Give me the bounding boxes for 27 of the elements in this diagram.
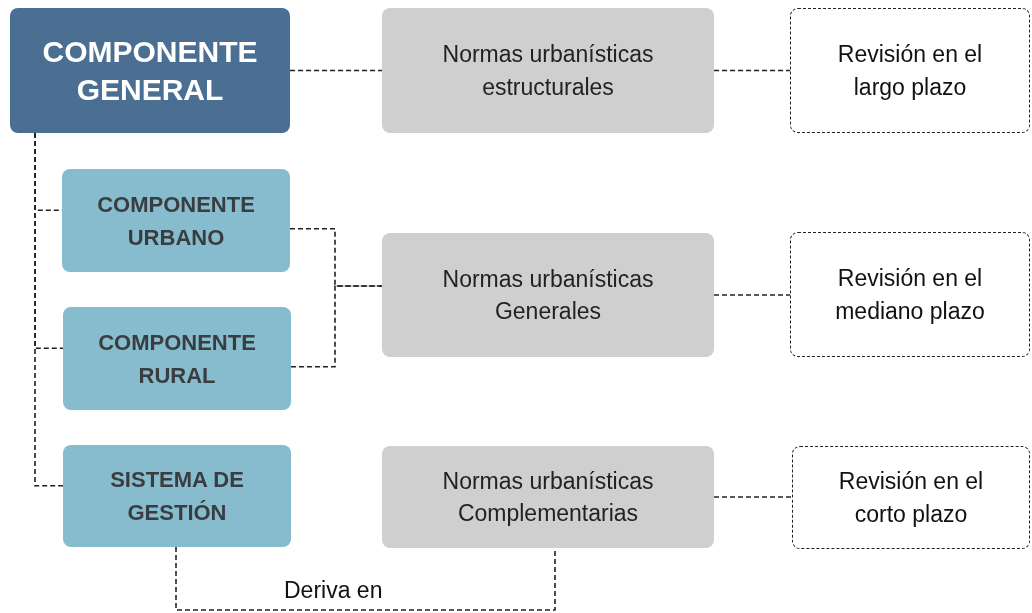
component-box bbox=[62, 169, 290, 272]
connector-line bbox=[289, 69, 383, 72]
box-text: COMPONENTE GENERAL bbox=[41, 34, 259, 108]
component-box bbox=[63, 445, 291, 547]
component-box bbox=[10, 8, 290, 133]
norms-box bbox=[382, 8, 714, 133]
revision-box bbox=[790, 8, 1030, 133]
box-text: SISTEMA DE GESTIÓN bbox=[109, 466, 245, 527]
box-text: COMPONENTE URBANO bbox=[96, 190, 256, 252]
connector-line bbox=[34, 132, 64, 487]
box-text: Revisión en el corto plazo bbox=[837, 467, 985, 529]
connector-line bbox=[713, 69, 791, 72]
box-text: Revisión en el largo plazo bbox=[836, 40, 984, 102]
connector-line bbox=[713, 496, 793, 498]
connector-line bbox=[175, 546, 556, 611]
revision-box bbox=[790, 232, 1030, 357]
box-text: Revisión en el mediano plazo bbox=[834, 264, 986, 326]
connector-line bbox=[290, 285, 383, 368]
revision-box bbox=[792, 446, 1030, 549]
box-text: Normas urbanísticas Complementarias bbox=[441, 466, 655, 528]
box-text: Normas urbanísticas estructurales bbox=[441, 40, 655, 102]
norms-box bbox=[382, 233, 714, 357]
box-text: COMPONENTE RURAL bbox=[97, 328, 257, 390]
connector-line bbox=[713, 294, 791, 296]
box-text: Normas urbanísticas Generales bbox=[441, 264, 655, 326]
component-box bbox=[63, 307, 291, 410]
norms-box bbox=[382, 446, 714, 548]
